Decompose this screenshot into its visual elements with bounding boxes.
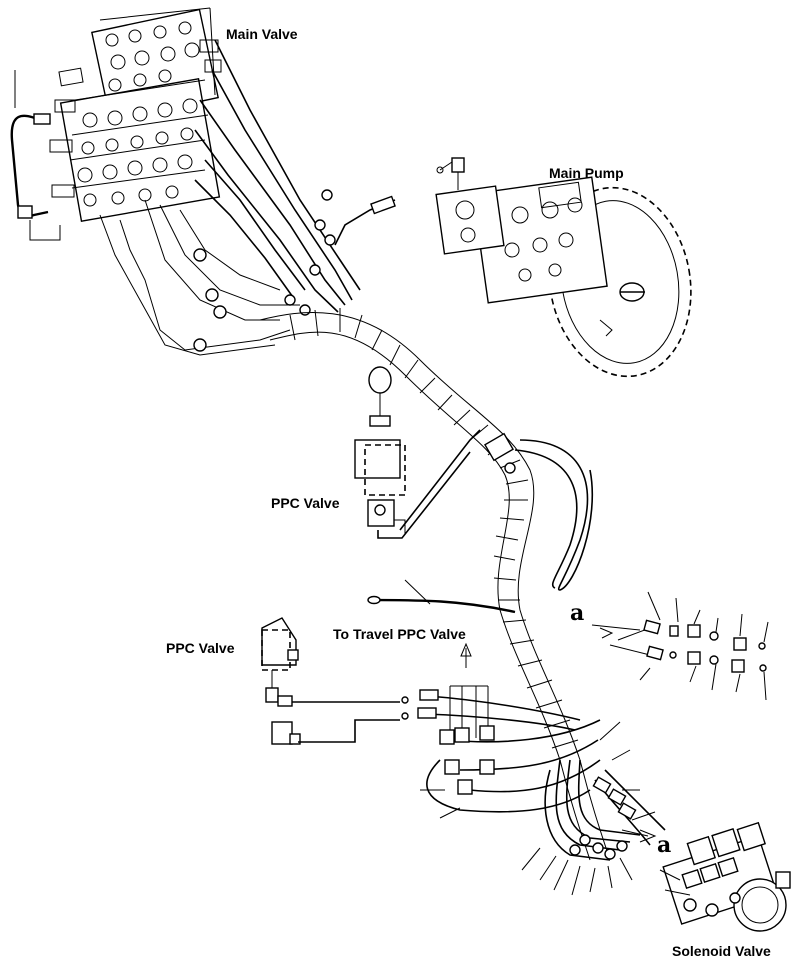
main-valve-drain-pipe	[10, 70, 61, 241]
ppc-valve-upper	[354, 366, 481, 539]
travel-ppc-connections	[401, 642, 601, 819]
lower-pilot-hoses	[521, 721, 666, 896]
solenoid-valve	[659, 821, 791, 932]
main-valve	[49, 7, 222, 223]
detail-a-reference-bottom: a	[657, 832, 671, 858]
ppc-valve-lower-label: PPC Valve	[166, 640, 235, 656]
solenoid-valve-label: Solenoid Valve	[672, 943, 771, 958]
to-travel-ppc-valve-label: To Travel PPC Valve	[333, 626, 466, 642]
main-pump-label: Main Pump	[549, 165, 624, 181]
return-hose	[367, 579, 516, 614]
ppc-valve-upper-label: PPC Valve	[271, 495, 340, 511]
detail-a-fittings	[591, 591, 769, 701]
detail-a-reference-top: a	[570, 600, 584, 626]
main-valve-label: Main Valve	[226, 26, 298, 42]
ppc-valve-lower	[261, 617, 400, 745]
main-pump	[435, 157, 692, 378]
